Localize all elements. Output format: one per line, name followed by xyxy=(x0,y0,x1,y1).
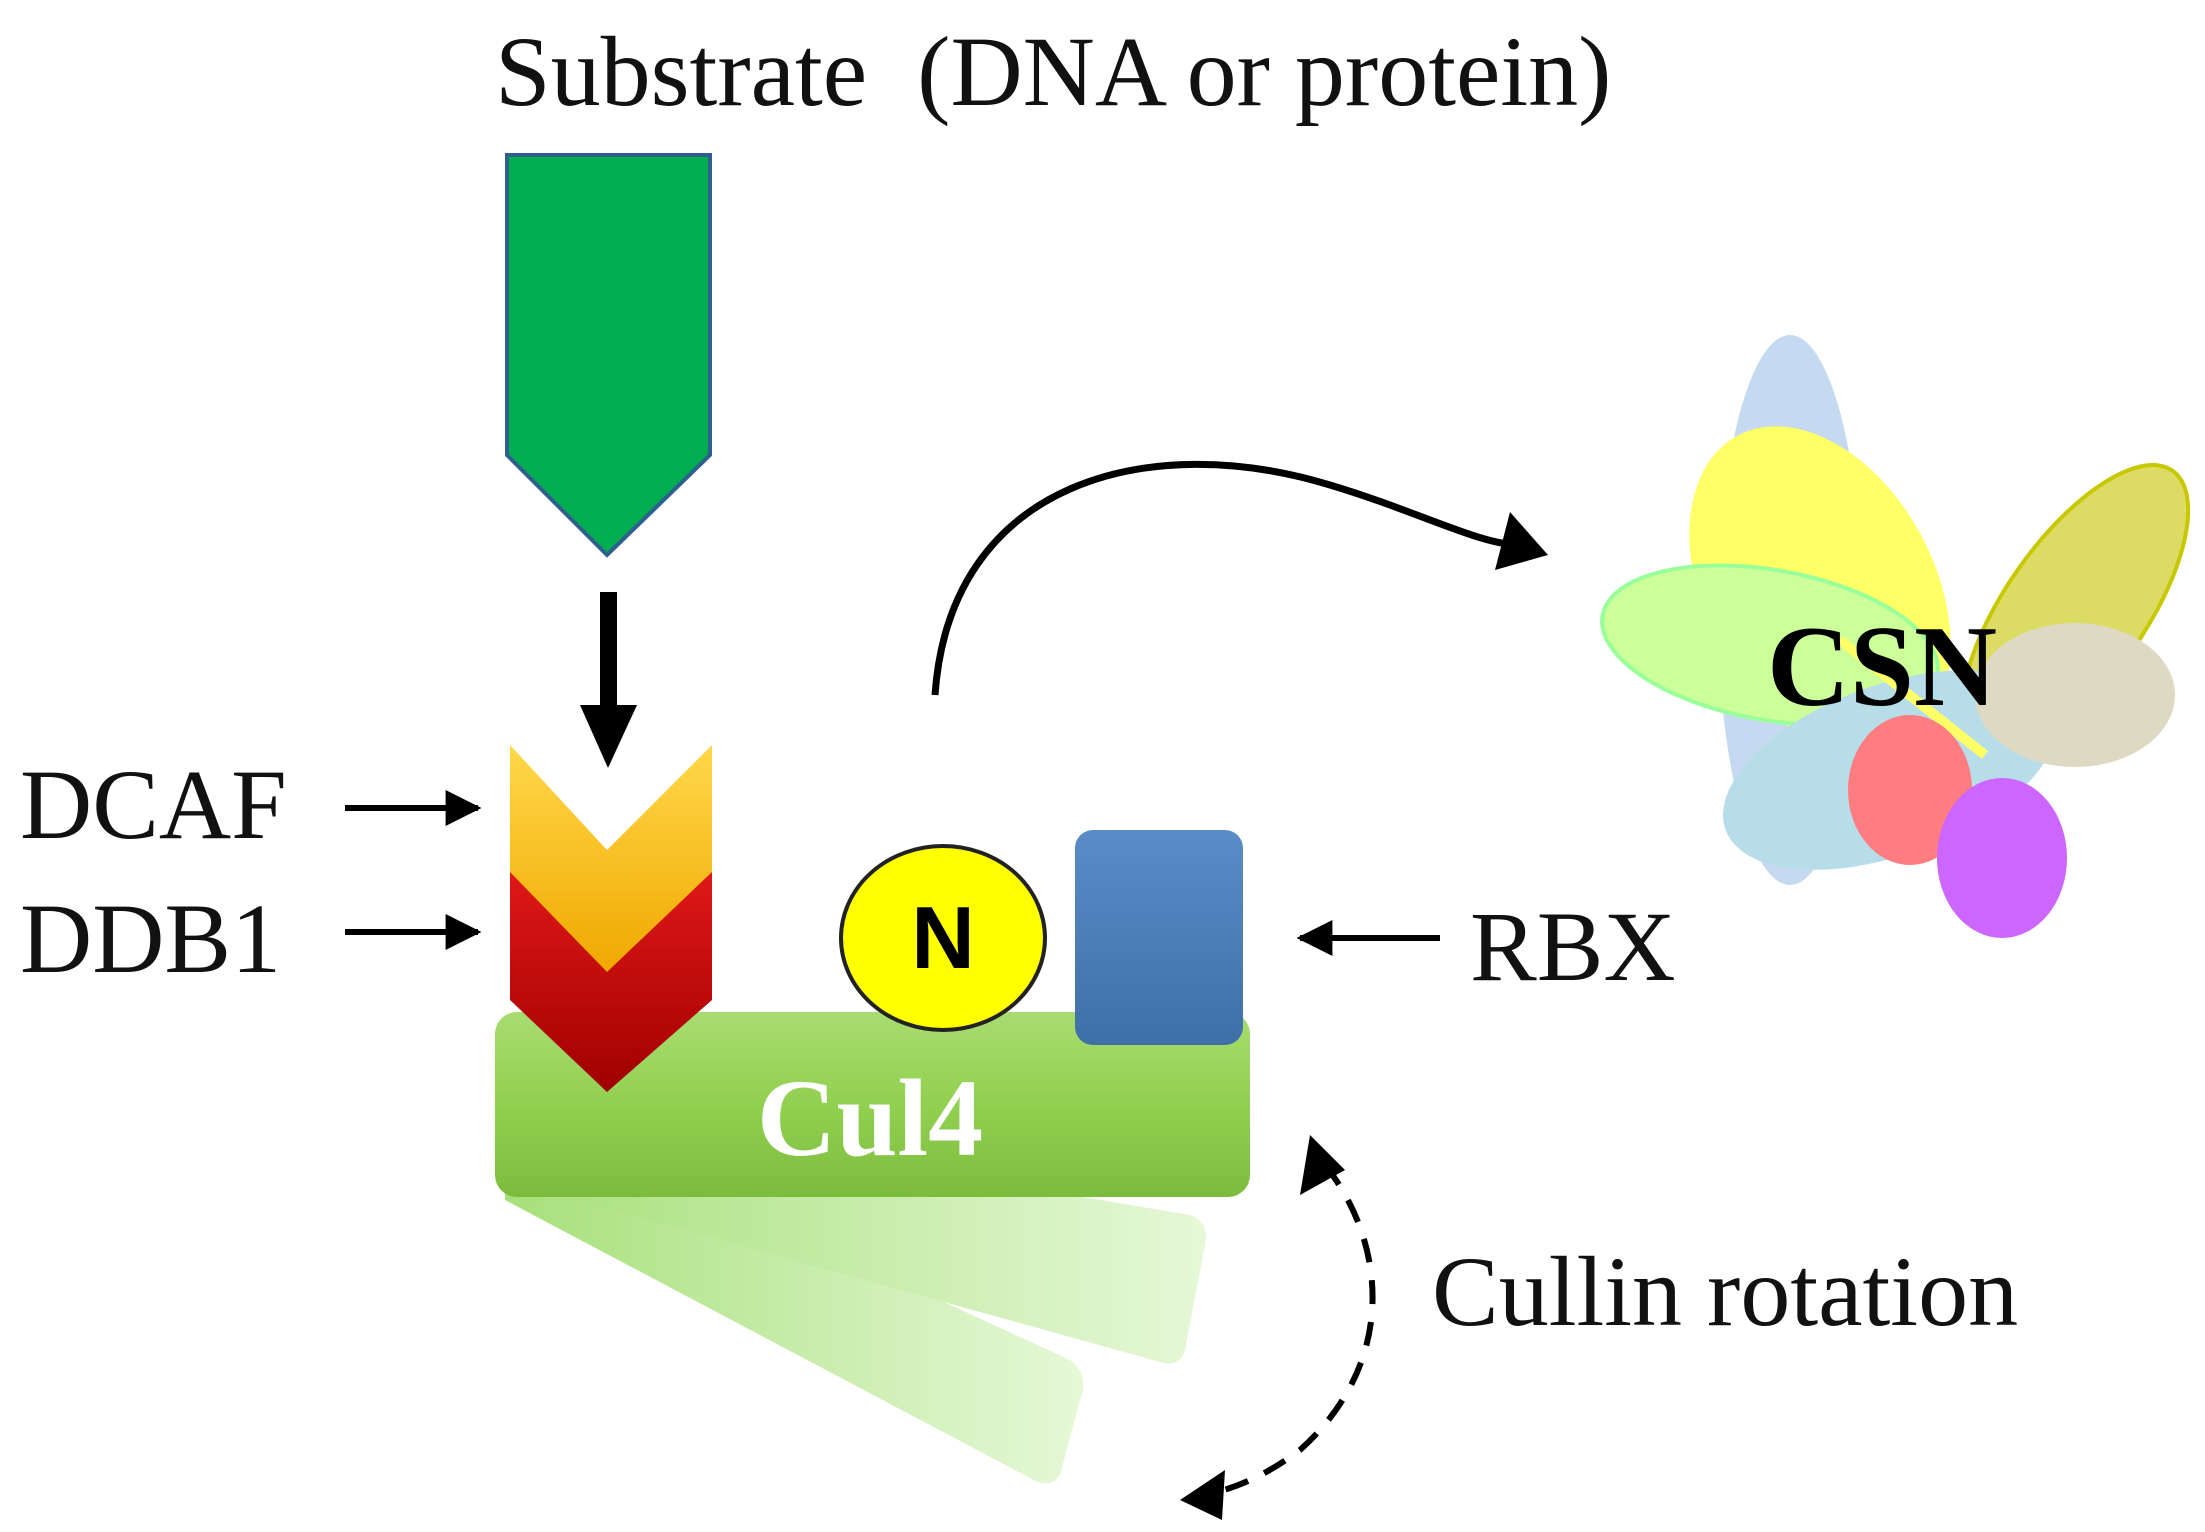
csn-subunit-7 xyxy=(1848,715,1972,865)
dcaf-chevron xyxy=(510,745,712,972)
cul4-label: Cul4 xyxy=(757,1057,983,1179)
csn-recruitment-arrow xyxy=(931,460,1548,696)
nedd8-label: N xyxy=(911,888,975,987)
substrate-binding-arrow xyxy=(580,592,637,768)
substrate-label: Substrate (DNA or protein) xyxy=(495,16,1611,127)
nedd8-marker: N xyxy=(839,844,1047,1032)
csn-subunit-8 xyxy=(1937,778,2067,938)
substrate-shape xyxy=(505,153,712,558)
cullin-rotation-label: Cullin rotation xyxy=(1432,1236,2018,1347)
cul4-bar xyxy=(495,1012,1250,1197)
cullin-rotation-arrow xyxy=(1180,1135,1376,1520)
dcaf-label: DCAF xyxy=(20,749,287,860)
csn-label: CSN xyxy=(1767,603,1997,730)
csn-connector xyxy=(1836,636,1989,759)
csn-subunit-6 xyxy=(1975,623,2175,767)
csn-complex: CSN xyxy=(1600,335,2191,938)
ddb1-label: DDB1 xyxy=(20,883,281,994)
ddb1-chevron xyxy=(510,870,712,1092)
rbx-block xyxy=(1075,830,1243,1045)
rbx-label: RBX xyxy=(1470,891,1676,1002)
